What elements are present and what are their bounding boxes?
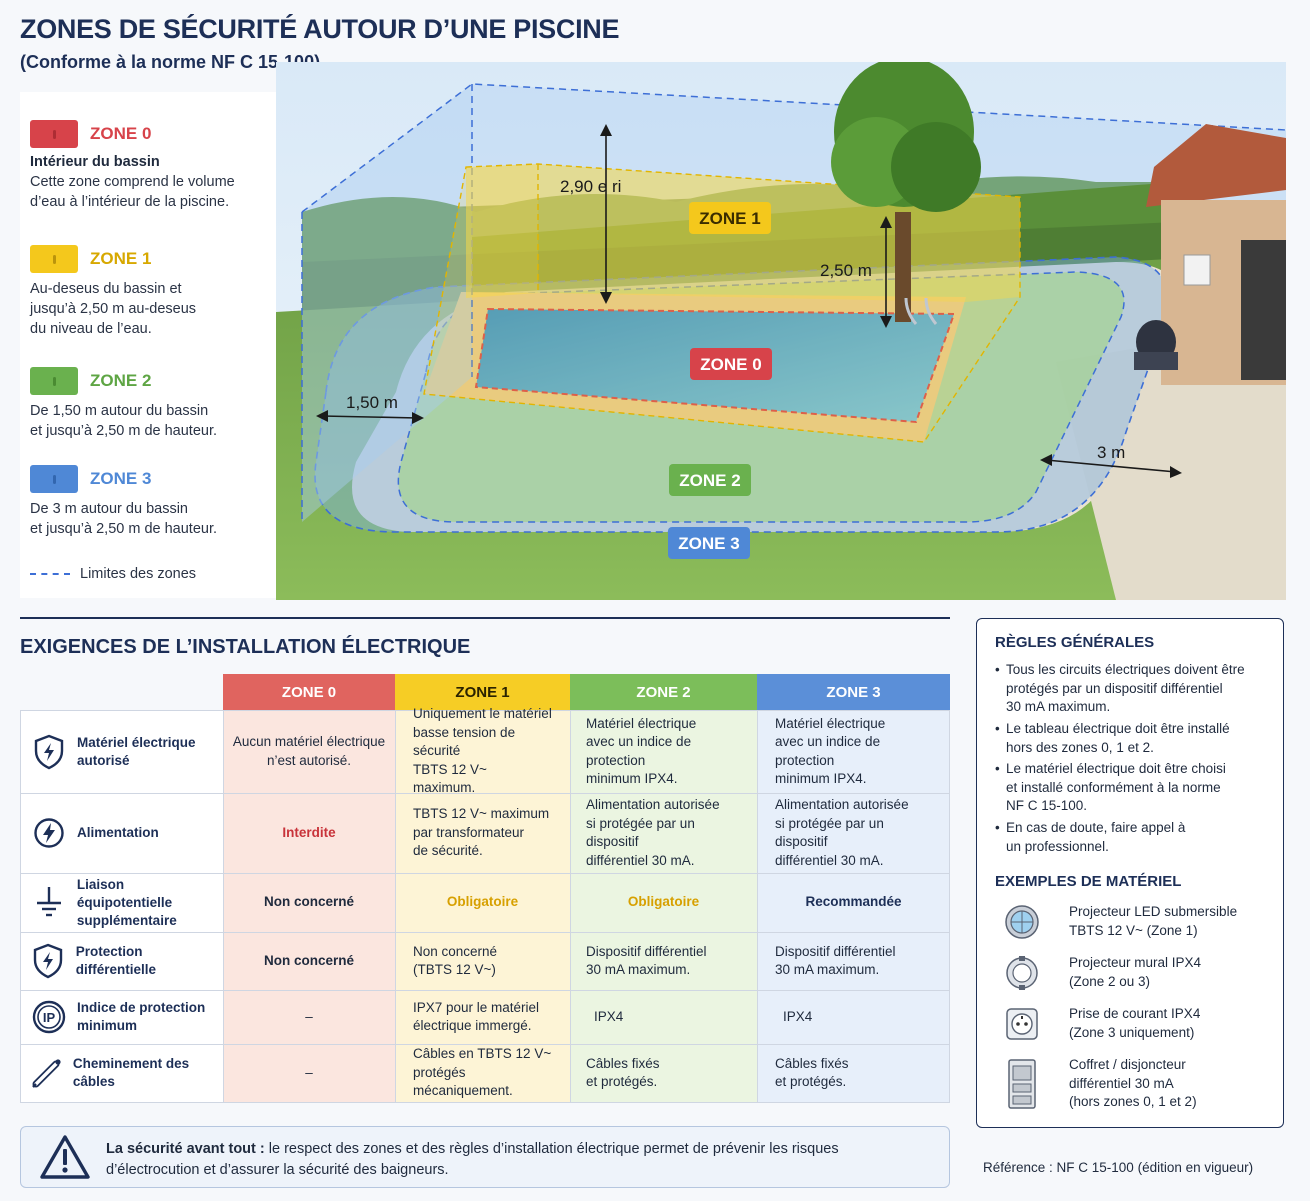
safety-text: La sécurité avant tout : le respect des … — [106, 1141, 839, 1178]
dimension-height-side: 2,50 m — [820, 261, 872, 280]
cell-r2-zone-0: Interdite — [282, 824, 336, 840]
cell-r4-zone-3: Dispositif différentiel 30 mA maximum. — [775, 943, 896, 978]
badge-zone-3: ZONE 3 — [678, 534, 739, 553]
examples-title: EXEMPLES DE MATÉRIEL — [995, 873, 1182, 890]
cell-r5-zone-0: – — [305, 1008, 313, 1024]
col-header-zone-2: ZONE 2 — [570, 674, 757, 710]
wall-light-icon — [1001, 955, 1043, 991]
dimension-zone-3: 3 m — [1097, 443, 1125, 462]
cell-r1-zone-3: Matériel électrique avec un indice de pr… — [775, 715, 886, 787]
page-title: ZONES DE SÉCURITÉ AUTOUR D’UNE PISCINE — [20, 14, 620, 44]
example-item: Projecteur mural IPX4 (Zone 2 ou 3) — [1001, 954, 1271, 991]
row-label-liaison: Liaison équipotentielle supplémentaire — [20, 873, 223, 932]
svg-text:IP: IP — [43, 1010, 56, 1025]
col-header-zone-0: ZONE 0 — [223, 674, 395, 710]
legend-zone-0-subtitle: Intérieur du bassin — [30, 154, 160, 170]
legend-zone-2: ZONE 2 De 1,50 m autour du bassin et jus… — [30, 367, 270, 441]
cell-r5-zone-2: IPX4 — [594, 1008, 624, 1024]
section-divider — [20, 617, 950, 619]
dimension-height-top: 2,90 e ri — [560, 177, 621, 196]
example-item: Coffret / disjoncteur différentiel 30 mA… — [1001, 1056, 1271, 1112]
rule-item: En cas de doute, faire appel à un profes… — [995, 819, 1275, 856]
cell-r4-zone-2: Dispositif différentiel 30 mA maximum. — [586, 943, 707, 978]
col-header-zone-3: ZONE 3 — [757, 674, 950, 710]
rule-item: Tous les circuits électriques doivent êt… — [995, 661, 1275, 717]
legend-zone-3: ZONE 3 De 3 m autour du bassin et jusqu’… — [30, 465, 270, 539]
cell-r6-zone-1: Câbles en TBTS 12 V~ protégés mécaniquem… — [413, 1046, 552, 1099]
zone-3-swatch — [30, 465, 78, 493]
legend-zone-0-description: Cette zone comprend le volume d’eau à l’… — [30, 174, 235, 210]
cell-r1-zone-1: Uniquement le matériel basse tension de … — [413, 706, 552, 796]
cell-r4-zone-0: Non concerné — [263, 952, 355, 968]
general-rules-panel: RÈGLES GÉNÉRALES Tous les circuits élect… — [976, 618, 1284, 1128]
cell-r3-zone-1: Obligatoire — [446, 894, 519, 910]
requirements-title: EXIGENCES DE L’INSTALLATION ÉLECTRIQUE — [20, 636, 471, 658]
cell-r3-zone-2: Obligatoire — [627, 894, 700, 910]
zone-2-swatch — [30, 367, 78, 395]
underwater-light-icon — [1001, 904, 1043, 940]
legend-zone-1-name: ZONE 1 — [90, 249, 152, 268]
cell-r5-zone-1: IPX7 pour le matériel électrique immergé… — [413, 999, 540, 1034]
cell-r2-zone-2: Alimentation autorisée si protégée par u… — [586, 797, 720, 868]
badge-zone-0: ZONE 0 — [700, 355, 761, 374]
ip-rating-icon: IP — [21, 1000, 77, 1034]
rules-title: RÈGLES GÉNÉRALES — [995, 634, 1155, 651]
pool-zones-illustration: 2,90 e ri 2,50 m 1,50 m 3 m ZONE 1 ZONE … — [276, 57, 1287, 600]
row-label-protection: Protection différentielle — [20, 932, 223, 990]
legend-zone-3-name: ZONE 3 — [90, 469, 152, 488]
row-label-cables: Cheminement des câbles — [20, 1044, 223, 1102]
safety-banner: La sécurité avant tout : le respect des … — [20, 1126, 950, 1188]
badge-zone-1: ZONE 1 — [699, 209, 760, 228]
cable-icon — [21, 1056, 73, 1090]
cell-r4-zone-1: Non concerné (TBTS 12 V~) — [413, 943, 498, 978]
dimension-zone-2: 1,50 m — [346, 393, 398, 412]
zone-legend: ZONE 0 Intérieur du bassin Cette zone co… — [20, 92, 276, 598]
col-header-zone-1: ZONE 1 — [395, 674, 570, 710]
bolt-circle-icon — [21, 817, 77, 849]
cell-r3-zone-3: Recommandée — [805, 894, 902, 910]
row-label-indice: IP Indice de protection minimum — [20, 990, 223, 1044]
shield-bolt-icon — [21, 943, 76, 979]
legend-zone-2-description: De 1,50 m autour du bassin et jusqu’à 2,… — [30, 403, 218, 439]
legend-limits-label: Limites des zones — [80, 566, 197, 582]
cell-r6-zone-3: Câbles fixés et protégés. — [775, 1055, 849, 1090]
row-label-materiel: Matériel électrique autorisé — [20, 710, 223, 793]
legend-zone-1-description: Au-desеus du bassin et jusqu’à 2,50 m au… — [30, 281, 197, 337]
rule-item: Le matériel électrique doit être choisi … — [995, 760, 1275, 816]
zone-0-swatch — [30, 120, 78, 148]
legend-limits: Limites des zones — [30, 566, 196, 582]
cell-r5-zone-3: IPX4 — [783, 1008, 813, 1024]
socket-icon — [1001, 1007, 1043, 1041]
breaker-box-icon — [1001, 1058, 1043, 1110]
reference-note: Référence : NF C 15-100 (édition en vigu… — [983, 1160, 1254, 1175]
cell-r1-zone-0: Aucun matériel électrique n’est autorisé… — [232, 734, 386, 768]
example-item: Prise de courant IPX4 (Zone 3 uniquement… — [1001, 1005, 1271, 1042]
zone-1-swatch — [30, 245, 78, 273]
cell-r6-zone-2: Câbles fixés et protégés. — [586, 1055, 660, 1090]
example-item: Projecteur LED submersible TBTS 12 V~ (Z… — [1001, 903, 1271, 940]
rule-item: Le tableau électrique doit être installé… — [995, 720, 1275, 757]
legend-zone-1: ZONE 1 Au-desеus du bassin et jusqu’à 2,… — [30, 245, 270, 339]
cell-r3-zone-0: Non concerné — [263, 894, 355, 910]
legend-zone-2-name: ZONE 2 — [90, 371, 152, 390]
cell-r2-zone-3: Alimentation autorisée si protégée par u… — [775, 797, 909, 868]
cell-r6-zone-0: – — [305, 1064, 313, 1080]
shield-bolt-icon — [21, 734, 77, 770]
dashed-line-icon — [30, 573, 70, 575]
warning-icon — [39, 1134, 91, 1185]
legend-zone-0: ZONE 0 Intérieur du bassin Cette zone co… — [30, 120, 270, 212]
badge-zone-2: ZONE 2 — [679, 471, 740, 490]
legend-zone-3-description: De 3 m autour du bassin et jusqu’à 2,50 … — [30, 501, 218, 537]
cell-r2-zone-1: TBTS 12 V~ maximum par transformateur de… — [413, 806, 550, 859]
ground-icon — [21, 885, 77, 921]
cell-r1-zone-2: Matériel électrique avec un indice de pr… — [586, 715, 697, 787]
legend-zone-0-name: ZONE 0 — [90, 124, 152, 143]
page-subtitle: (Conforme à la norme NF C 15-100) — [20, 52, 321, 72]
row-label-alimentation: Alimentation — [20, 793, 223, 873]
